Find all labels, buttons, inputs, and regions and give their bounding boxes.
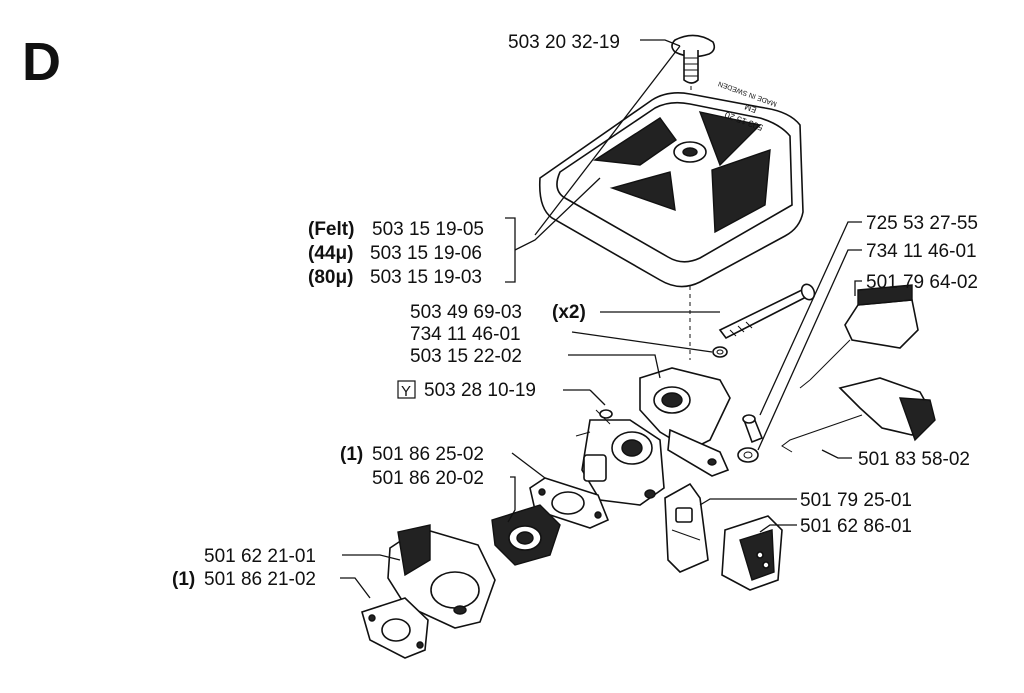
label-choke-button: 501 79 64-02 <box>866 272 978 293</box>
label-intake: 501 86 20-02 <box>372 468 484 489</box>
lower-gasket-drawing <box>361 597 429 659</box>
long-screw-drawing <box>718 283 816 340</box>
label-felt-part: 503 15 19-05 <box>372 219 484 240</box>
label-filter-small: 501 62 86-01 <box>800 516 912 537</box>
baffle-drawing <box>664 482 709 573</box>
intake-drawing <box>491 504 561 566</box>
carb-box-icon <box>397 380 416 399</box>
label-carb: 503 28 10-19 <box>424 380 536 401</box>
label-bracket: 503 15 22-02 <box>410 346 522 367</box>
label-baffle: 501 79 25-01 <box>800 490 912 511</box>
choke-button-drawing <box>799 284 919 389</box>
label-gasket-upper: 501 86 25-02 <box>372 444 484 465</box>
label-gasket-lower: 501 86 21-02 <box>204 569 316 590</box>
small-screw-drawing <box>742 414 764 444</box>
filter-stamp-2: EM <box>743 102 758 115</box>
section-letter: D <box>22 32 61 92</box>
label-choke-rod: 501 83 58-02 <box>858 449 970 470</box>
label-carb-box: Y <box>401 383 411 400</box>
label-80-part: 503 15 19-03 <box>370 267 482 288</box>
top-screw-drawing <box>671 34 716 84</box>
choke-rod-drawing <box>781 377 936 453</box>
label-washer-right: 734 11 46-01 <box>866 241 977 262</box>
label-felt-prefix: (Felt) <box>308 219 354 240</box>
label-44-prefix: (44μ) <box>308 243 353 264</box>
plate-drawing <box>387 524 496 629</box>
label-washer-left: 734 11 46-01 <box>410 324 521 345</box>
label-top-screw: 503 20 32-19 <box>508 32 620 53</box>
label-80-prefix: (80μ) <box>308 267 353 288</box>
label-plate: 501 62 21-01 <box>204 546 316 567</box>
label-44-part: 503 15 19-06 <box>370 243 482 264</box>
air-filter-cover-drawing: 503 15 20 EM MADE IN SWEDEN <box>538 79 804 288</box>
label-gasket-upper-prefix: (1) <box>340 444 363 465</box>
bracket-drawing <box>639 367 731 477</box>
label-small-screw: 725 53 27-55 <box>866 213 978 234</box>
label-gasket-lower-prefix: (1) <box>172 569 195 590</box>
small-filter-drawing <box>721 515 783 591</box>
upper-gasket-drawing <box>529 477 610 529</box>
washer-left-drawing <box>712 346 728 358</box>
washer-right-drawing <box>737 447 759 463</box>
carburetor-drawing <box>575 409 665 506</box>
label-long-screw-qty: (x2) <box>552 302 586 323</box>
label-long-screw: 503 49 69-03 <box>410 302 522 323</box>
